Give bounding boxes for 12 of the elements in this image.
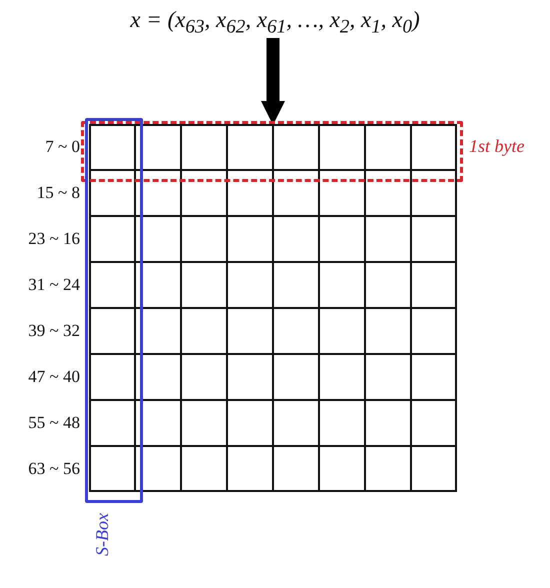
bit-range-label: 7 ~ 0 [45,137,80,157]
bit-range-label: 63 ~ 56 [28,459,80,479]
bit-range-label: 47 ~ 40 [28,367,80,387]
formula-text: x = (x$_{63}$, x$_{62}$, x$_{61}$, …, x$_{2}$, x$_{1}$, x$_{0}$) [0,2,550,46]
byte-grid [89,124,457,492]
bit-range-label: 55 ~ 48 [28,413,80,433]
bit-range-label: 23 ~ 16 [28,229,80,249]
bit-range-label: 39 ~ 32 [28,321,80,341]
frame-label: S-Box [92,513,112,556]
bit-range-label: 15 ~ 8 [36,183,80,203]
frame-label: 1st byte [469,136,524,157]
bit-range-label: 31 ~ 24 [28,275,80,295]
